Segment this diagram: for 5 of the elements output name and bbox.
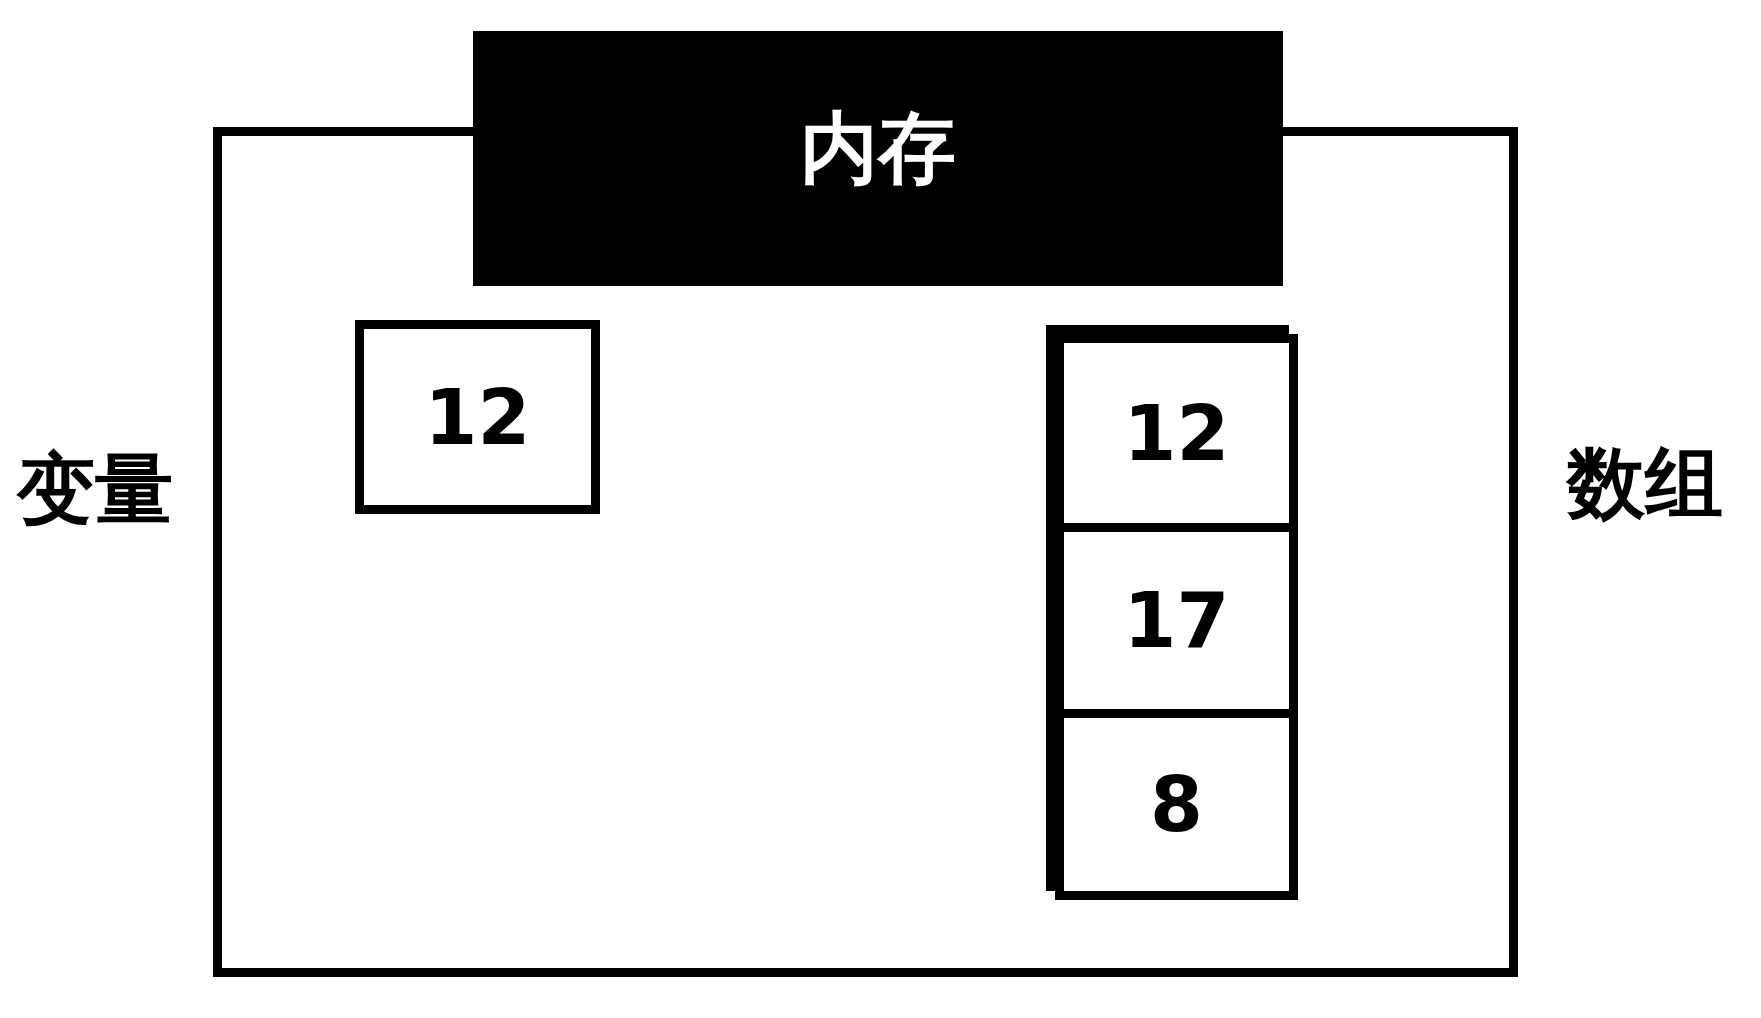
heading: 内存 xyxy=(799,109,957,187)
variable-box: 12 xyxy=(355,320,600,514)
side-label: 数组 xyxy=(1567,444,1723,522)
memory-box xyxy=(213,31,1518,977)
side-label: 变量 xyxy=(17,450,173,528)
